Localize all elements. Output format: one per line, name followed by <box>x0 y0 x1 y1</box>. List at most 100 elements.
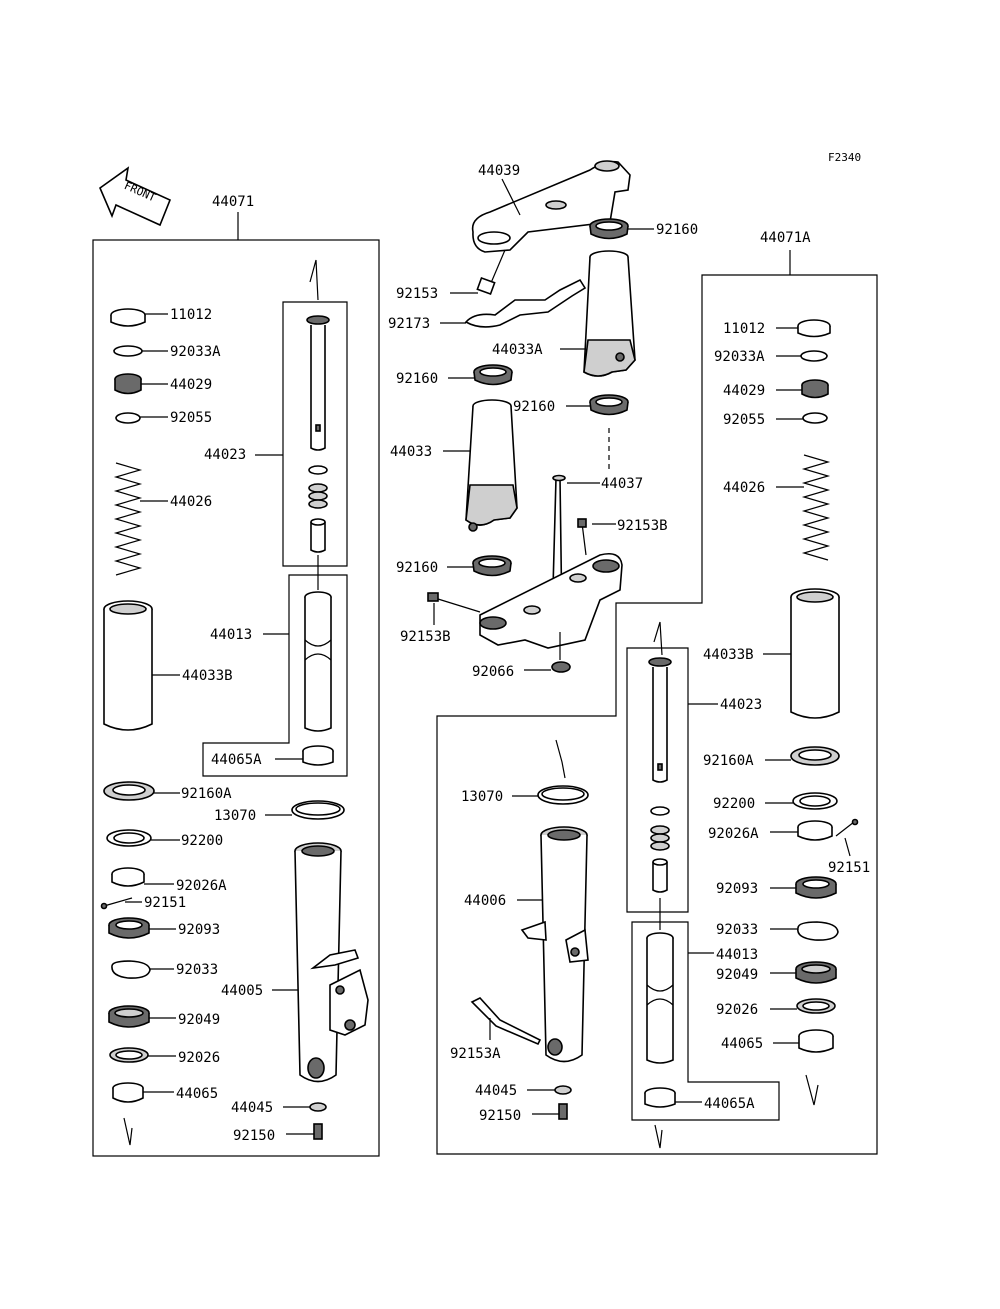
bolt-92153B-right: 92153B <box>577 518 668 556</box>
label-92055-right: 92055 <box>723 412 765 428</box>
damper-rod-44023: 44023 <box>204 259 330 553</box>
left-fork-assembly: 44071 11012 92033A 44029 <box>92 194 380 1157</box>
collar-44029: 44029 <box>114 373 212 395</box>
group-label-left: 44071 <box>212 194 254 210</box>
label-92151-right: 92151 <box>828 860 870 876</box>
label-92093-right: 92093 <box>716 881 758 897</box>
collar-44065-right: 44065 <box>721 1029 834 1106</box>
ring-13070: 13070 <box>214 800 345 824</box>
screw-92151: 92151 <box>100 895 186 911</box>
label-92160-top: 92160 <box>656 222 698 238</box>
collar-44065A-right: 44065A <box>644 1087 755 1149</box>
label-13070-left: 13070 <box>214 808 256 824</box>
label-44033: 44033 <box>390 444 432 460</box>
seal-92160-left: 92160 <box>396 364 513 387</box>
label-92066: 92066 <box>472 664 514 680</box>
label-44037: 44037 <box>601 476 643 492</box>
label-44045-right: 44045 <box>475 1083 517 1099</box>
label-92033-right: 92033 <box>716 922 758 938</box>
circlip-92033-right: 92033 <box>716 921 839 941</box>
cap-11012-right: 11012 <box>723 319 831 338</box>
front-direction-arrow: FRONT <box>99 166 172 227</box>
label-44065-right: 44065 <box>721 1036 763 1052</box>
upper-bracket-44039: 44039 <box>471 160 631 253</box>
label-13070-right: 13070 <box>461 789 503 805</box>
outer-tube-44006: 44006 <box>464 826 589 1063</box>
label-44026: 44026 <box>170 494 212 510</box>
label-92026-right: 92026 <box>716 1002 758 1018</box>
bracket-92173: 92173 <box>388 278 587 332</box>
bushing-92049-right: 92049 <box>716 961 837 984</box>
tube-44033B: 44033B <box>103 600 233 731</box>
label-92160-left: 92160 <box>396 371 438 387</box>
label-92033A-right: 92033A <box>714 349 765 365</box>
bolt-92153: 92153 <box>396 249 506 302</box>
seal-92160A-right: 92160A <box>703 746 840 769</box>
label-92153: 92153 <box>396 286 438 302</box>
washer-92200-right: 92200 <box>713 792 838 812</box>
label-44045-left: 44045 <box>231 1100 273 1116</box>
label-92049-right: 92049 <box>716 967 758 983</box>
label-92160-low: 92160 <box>396 560 438 576</box>
seal-92160-top: 92160 <box>589 218 698 240</box>
circlip-92033: 92033 <box>111 960 218 979</box>
label-11012-right: 11012 <box>723 321 765 337</box>
label-44029: 44029 <box>170 377 212 393</box>
ring-92033A: 92033A <box>113 344 221 360</box>
clamp-92026A: 92026A <box>111 867 227 894</box>
label-44023-right: 44023 <box>720 697 762 713</box>
right-fork-assembly: 44071A 11012 92033A 44029 92055 <box>436 230 878 1155</box>
collar-44065A: 44065A <box>211 745 334 768</box>
label-44006: 44006 <box>464 893 506 909</box>
label-92153B-right: 92153B <box>617 518 668 534</box>
label-92151: 92151 <box>144 895 186 911</box>
label-92049: 92049 <box>178 1012 220 1028</box>
ring-13070-right: 13070 <box>461 739 589 805</box>
oil-seal-92093: 92093 <box>108 917 220 939</box>
spring-44026: 44026 <box>113 462 212 576</box>
label-92200-right: 92200 <box>713 796 755 812</box>
cover-44033A: 44033A <box>492 250 636 377</box>
label-44065: 44065 <box>176 1086 218 1102</box>
bolt-92153B-left: 92153B <box>400 592 481 645</box>
washer-92200: 92200 <box>106 829 223 849</box>
washer-44045-right: 44045 <box>475 1083 572 1099</box>
label-92160A-right: 92160A <box>703 753 754 769</box>
label-92153B-left: 92153B <box>400 629 451 645</box>
collar-44029-right: 44029 <box>723 379 829 399</box>
bushing-92026: 92026 <box>109 1047 220 1066</box>
seal-92160-right: 92160 <box>513 394 629 470</box>
nut-92066: 92066 <box>472 632 571 680</box>
label-44033B: 44033B <box>182 668 233 684</box>
outer-tube-44005: 44005 <box>221 842 369 1083</box>
screw-92151-right: 92151 <box>828 818 870 876</box>
label-92150-left: 92150 <box>233 1128 275 1144</box>
label-44029-right: 44029 <box>723 383 765 399</box>
label-44026-right: 44026 <box>723 480 765 496</box>
label-44033A: 44033A <box>492 342 543 358</box>
label-44023: 44023 <box>204 447 246 463</box>
bushing-92049: 92049 <box>108 1005 220 1028</box>
washer-44045: 44045 <box>231 1100 327 1116</box>
label-92153A: 92153A <box>450 1046 501 1062</box>
stem-bracket-44037: 44037 <box>479 474 643 649</box>
label-44005: 44005 <box>221 983 263 999</box>
figure-code: F2340 <box>828 151 861 164</box>
label-92026A: 92026A <box>176 878 227 894</box>
label-44013-right: 44013 <box>716 947 758 963</box>
damper-rod-44023-right: 44023 <box>648 621 762 893</box>
cylinder-44013-right: 44013 <box>646 898 758 1064</box>
seal-92160A: 92160A <box>103 781 232 802</box>
label-92093: 92093 <box>178 922 220 938</box>
label-11012: 11012 <box>170 307 212 323</box>
label-92160A: 92160A <box>181 786 232 802</box>
label-44039: 44039 <box>478 163 520 179</box>
label-92026A-right: 92026A <box>708 826 759 842</box>
tube-44033B-right: 44033B <box>703 588 840 719</box>
left-assembly-box <box>92 239 380 1157</box>
label-44065A-left: 44065A <box>211 752 262 768</box>
bolt-92153A: 92153A <box>450 997 542 1062</box>
cover-44033: 44033 <box>390 399 518 532</box>
